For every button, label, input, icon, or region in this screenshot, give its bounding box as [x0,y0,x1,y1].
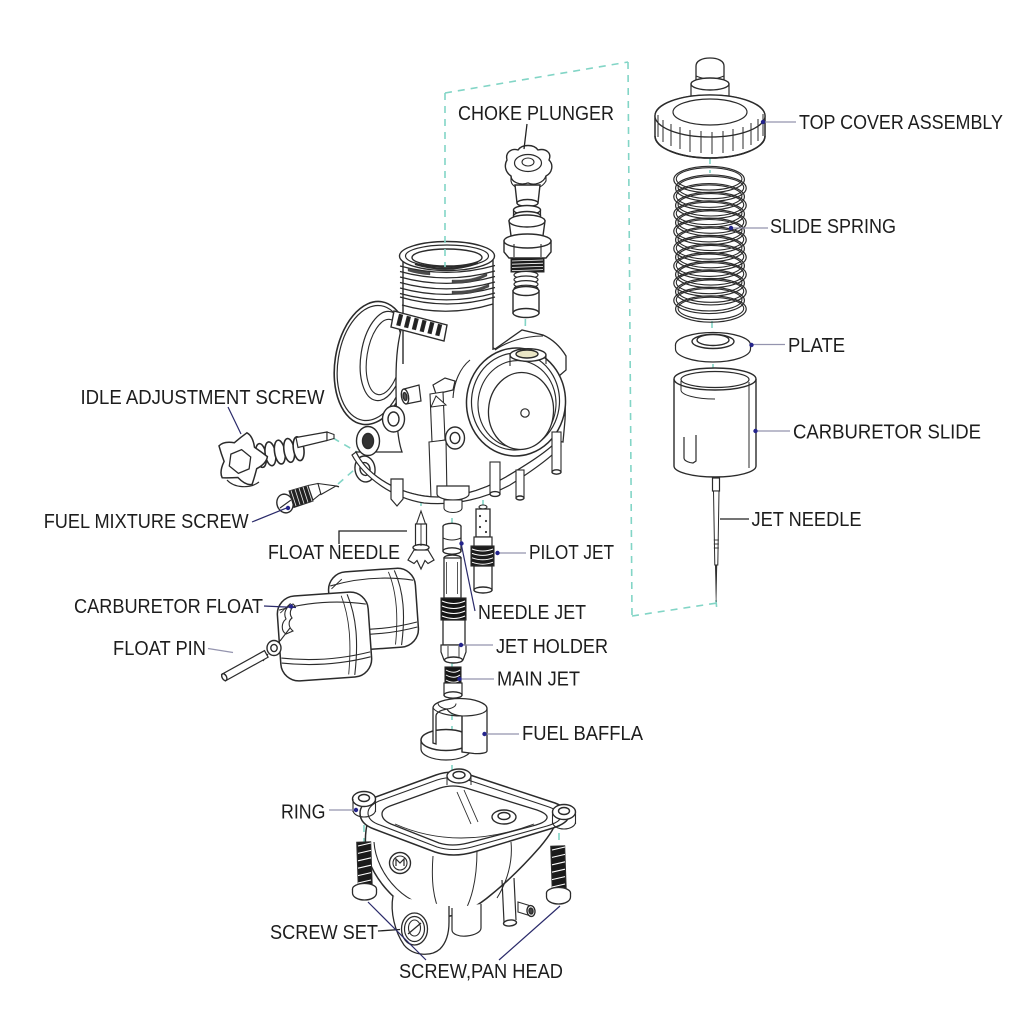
svg-text:FUEL MIXTURE SCREW: FUEL MIXTURE SCREW [44,511,249,533]
svg-text:CARBURETOR SLIDE: CARBURETOR SLIDE [793,422,981,444]
svg-text:FLOAT NEEDLE: FLOAT NEEDLE [268,542,400,564]
svg-text:RING: RING [281,802,326,824]
svg-text:MAIN JET: MAIN JET [497,669,580,691]
svg-text:TOP COVER ASSEMBLY: TOP COVER ASSEMBLY [799,112,1003,134]
svg-text:SLIDE SPRING: SLIDE SPRING [770,216,896,238]
svg-text:NEEDLE JET: NEEDLE JET [478,602,586,624]
svg-text:PILOT JET: PILOT JET [529,542,614,564]
svg-text:JET HOLDER: JET HOLDER [496,636,608,658]
svg-text:CARBURETOR FLOAT: CARBURETOR FLOAT [74,596,263,618]
svg-text:PLATE: PLATE [788,335,845,357]
svg-text:IDLE ADJUSTMENT SCREW: IDLE ADJUSTMENT SCREW [81,387,325,409]
svg-text:FLOAT PIN: FLOAT PIN [113,638,206,660]
svg-text:CHOKE PLUNGER: CHOKE PLUNGER [458,103,614,125]
svg-text:SCREW SET: SCREW SET [270,922,378,944]
svg-text:FUEL BAFFLA: FUEL BAFFLA [522,723,644,745]
svg-text:SCREW,PAN HEAD: SCREW,PAN HEAD [399,961,563,983]
svg-text:JET NEEDLE: JET NEEDLE [752,509,862,531]
